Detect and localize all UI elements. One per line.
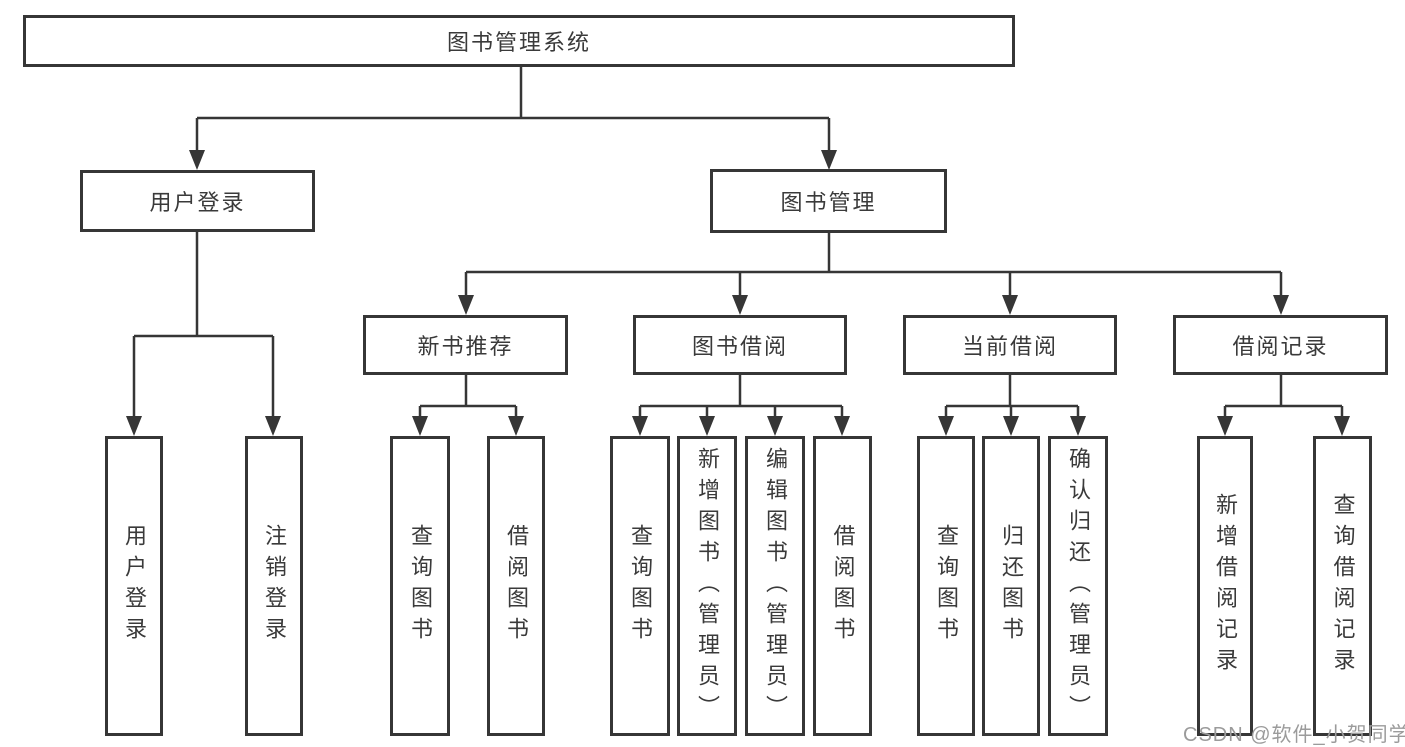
leaf-query-books-current: 查询图书 bbox=[917, 436, 975, 736]
connector-lines bbox=[132, 67, 1344, 417]
leaf-borrow-books: 借阅图书 bbox=[813, 436, 872, 736]
watermark-text: CSDN @软件_小贺同学 bbox=[1183, 724, 1405, 746]
node-new-book-recommend: 新书推荐 bbox=[363, 315, 568, 375]
node-book-management: 图书管理 bbox=[710, 169, 947, 233]
leaf-user-login: 用户登录 bbox=[105, 436, 163, 736]
leaf-add-borrow-record: 新增借阅记录 bbox=[1197, 436, 1253, 736]
leaf-add-book-admin: 新增图书（管理员） bbox=[677, 436, 737, 736]
leaf-return-books: 归还图书 bbox=[982, 436, 1040, 736]
node-user-login: 用户登录 bbox=[80, 170, 315, 232]
node-current-borrow: 当前借阅 bbox=[903, 315, 1117, 375]
leaf-borrow-books-recommend: 借阅图书 bbox=[487, 436, 545, 736]
node-library-system: 图书管理系统 bbox=[23, 15, 1015, 67]
node-book-borrow: 图书借阅 bbox=[633, 315, 847, 375]
leaf-query-books-borrow: 查询图书 bbox=[610, 436, 670, 736]
arrowheads bbox=[126, 150, 1350, 436]
leaf-logout: 注销登录 bbox=[245, 436, 303, 736]
leaf-query-borrow-record: 查询借阅记录 bbox=[1313, 436, 1372, 736]
leaf-confirm-return-admin: 确认归还（管理员） bbox=[1048, 436, 1108, 736]
leaf-edit-book-admin: 编辑图书（管理员） bbox=[745, 436, 805, 736]
leaf-query-books-recommend: 查询图书 bbox=[390, 436, 450, 736]
node-borrow-records: 借阅记录 bbox=[1173, 315, 1388, 375]
